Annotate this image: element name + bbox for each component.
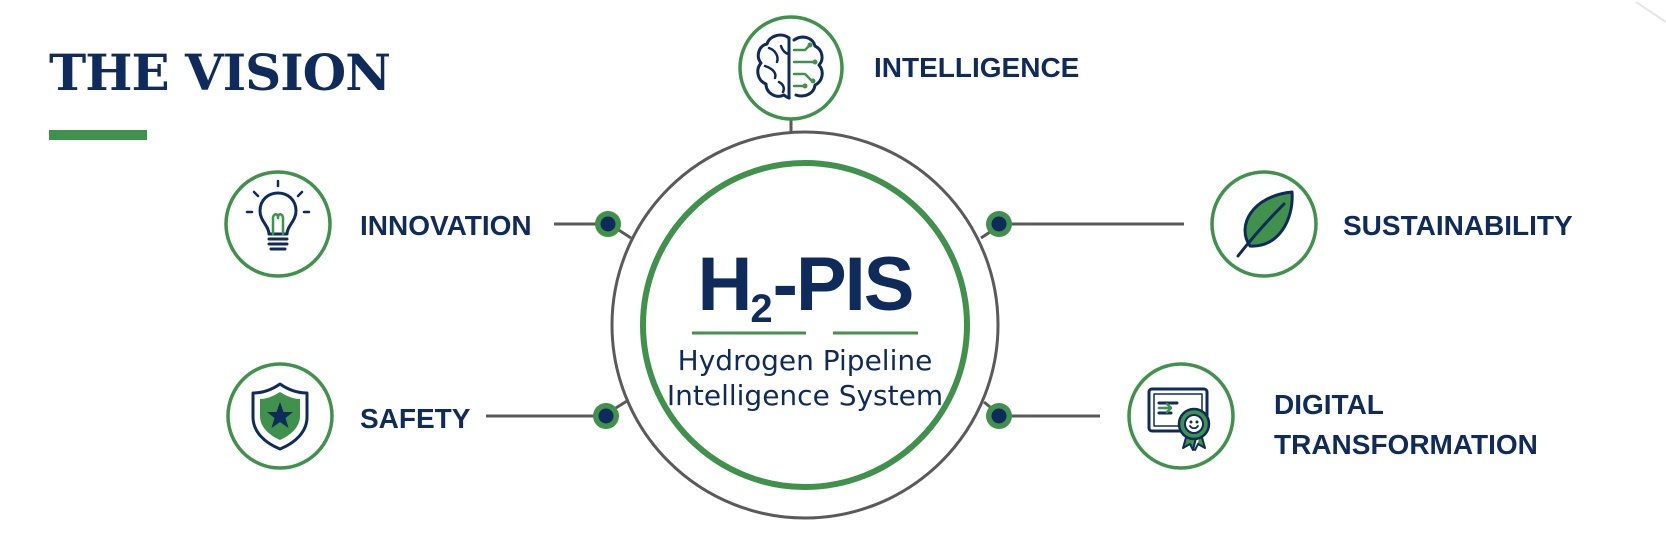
dot-sustainability xyxy=(986,211,1012,237)
dot-innovation xyxy=(595,211,621,237)
hub-inner-ring xyxy=(640,160,970,490)
corner-decoration xyxy=(1635,1,1666,23)
node-circle-intelligence xyxy=(738,15,844,121)
shield-star-icon xyxy=(251,382,309,451)
hub-subtitle: Hydrogen Pipeline Intelligence System xyxy=(640,343,970,413)
certificate-icon xyxy=(1147,387,1211,451)
title-underline xyxy=(49,130,147,140)
page-title: THE VISION xyxy=(49,43,391,102)
label-sustainability: SUSTAINABILITY xyxy=(1343,210,1573,241)
hub-outer-ring xyxy=(610,130,1000,520)
brain-circuit-icon xyxy=(756,33,824,100)
lightbulb-icon xyxy=(245,179,311,251)
label-intelligence: INTELLIGENCE xyxy=(874,52,1080,83)
label-digital-line2: TRANSFORMATION xyxy=(1274,429,1538,460)
label-digital-transformation: DIGITAL TRANSFORMATION xyxy=(1274,385,1538,465)
label-safety: SAFETY xyxy=(360,403,471,434)
label-innovation: INNOVATION xyxy=(360,210,532,241)
node-circle-innovation xyxy=(224,170,332,278)
hub-title-rest: -PIS xyxy=(772,242,915,327)
hub-title-subscript: 2 xyxy=(750,287,773,331)
hub-title-h: H xyxy=(697,242,753,327)
hub-title: H2-PIS xyxy=(640,240,970,331)
dot-safety xyxy=(593,403,619,429)
hub-subtitle-line2: Intelligence System xyxy=(666,379,944,412)
leaf-icon xyxy=(1236,190,1294,258)
hub-subtitle-line1: Hydrogen Pipeline xyxy=(677,344,933,377)
dot-digital xyxy=(986,403,1012,429)
label-digital-line1: DIGITAL xyxy=(1274,389,1384,420)
